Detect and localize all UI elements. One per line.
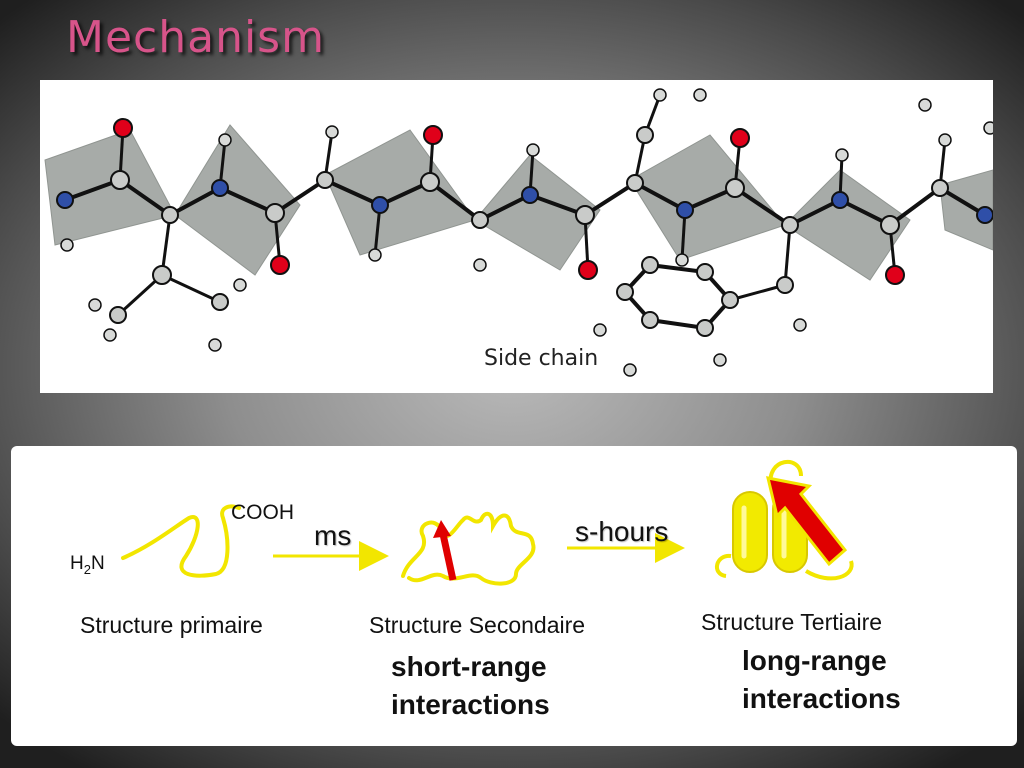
primary-chain — [121, 504, 241, 578]
short-range-line-2: interactions — [391, 689, 550, 720]
transition-label-s-hours: s-hours — [575, 516, 669, 547]
secondary-structure-label: Structure Secondaire — [369, 612, 586, 638]
secondary-strand-arrow — [439, 533, 457, 581]
long-range-line-1: long-range — [742, 645, 887, 676]
long-range-line-2: interactions — [742, 683, 901, 714]
nitrogen-atoms — [56, 179, 993, 224]
peptide-planes — [44, 124, 993, 281]
folding-stages-panel: H2N COOH ms s-hours Structure primaire S… — [11, 446, 1017, 746]
peptide-backbone-drawing — [44, 88, 993, 377]
carbon-atoms — [109, 126, 949, 337]
peptide-backbone-figure: Side chain — [40, 80, 993, 393]
tertiary-helix-bundle — [715, 459, 854, 581]
n-terminus-text: H2N — [70, 553, 105, 577]
transition-label-ms: ms — [314, 520, 352, 551]
secondary-chain — [401, 511, 536, 586]
slide-title: Mechanism — [66, 12, 325, 63]
primary-structure-label: Structure primaire — [80, 612, 263, 638]
tertiary-structure-label: Structure Tertiaire — [701, 609, 883, 635]
benzene-ring — [622, 262, 733, 331]
hydrogen-atoms — [60, 88, 993, 377]
short-range-line-1: short-range — [391, 651, 547, 682]
n-terminus-label: H2N — [70, 553, 105, 577]
c-terminus-label: COOH — [231, 501, 294, 524]
short-range-interactions: short-range interactions — [391, 648, 550, 724]
secondary-arrowhead — [433, 520, 451, 538]
folding-diagram — [121, 459, 854, 586]
oxygen-atoms — [113, 118, 905, 285]
long-range-interactions: long-range interactions — [742, 642, 901, 718]
side-chain-label: Side chain — [484, 346, 599, 371]
